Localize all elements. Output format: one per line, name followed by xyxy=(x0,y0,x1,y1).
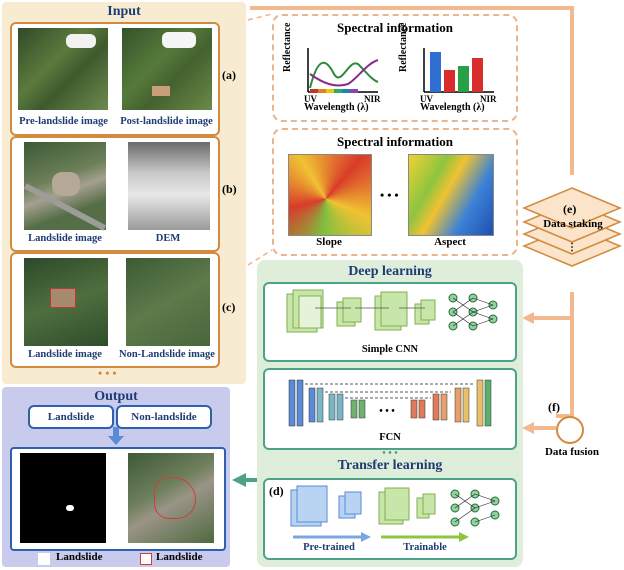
transfer-arrows xyxy=(293,532,469,542)
pretrained-caption: Pre-trained xyxy=(303,542,355,553)
trainable-caption: Trainable xyxy=(403,542,447,553)
non-landslide-class-label: Non-landslide xyxy=(116,405,212,429)
transfer-diagram xyxy=(290,485,500,527)
xlabel-1: Wavelength (λ) xyxy=(304,102,369,113)
bar-4 xyxy=(472,58,483,92)
input-title: Input xyxy=(107,4,141,19)
svg-text:⋮: ⋮ xyxy=(567,242,577,253)
legend-landslide-2: Landslide xyxy=(156,551,203,563)
input-more-dots: • • • xyxy=(98,366,117,380)
fcn-box: • • • FCN xyxy=(263,368,517,450)
aspect-map xyxy=(408,154,494,236)
fcn-diagram: • • • xyxy=(288,379,492,427)
reflectance-bar-chart xyxy=(423,48,494,93)
uv-label-2: UV xyxy=(420,94,433,104)
landslide-image-c xyxy=(24,258,108,346)
fcn-caption: FCN xyxy=(379,432,401,443)
data-fusion-text: Data fusion xyxy=(544,446,600,458)
deep-more-dots: • • • xyxy=(382,448,398,459)
legend-red-swatch xyxy=(140,553,152,565)
transfer-learning-title: Transfer learning xyxy=(337,458,443,473)
input-row-c: Landslide image Non-Landslide image xyxy=(10,252,220,368)
spectral-info-box-2: Spectral information • • • Slope Aspect xyxy=(272,128,518,256)
simple-cnn-box: Simple CNN xyxy=(263,282,517,362)
aspect-caption: Aspect xyxy=(434,236,466,248)
output-title: Output xyxy=(94,389,138,404)
connector-fusion xyxy=(556,292,574,418)
landslide-caption-b: Landslide image xyxy=(28,233,102,244)
ylabel-1: Reflectance xyxy=(282,22,293,72)
ylabel-2: Reflectance xyxy=(398,22,409,72)
uv-label-1: UV xyxy=(304,94,317,104)
bar-1 xyxy=(430,52,441,92)
reflectance-line-chart xyxy=(307,48,379,93)
label-e: (e) xyxy=(563,202,577,216)
landslide-image-b xyxy=(23,142,107,231)
input-row-b: Landslide image DEM xyxy=(10,136,220,252)
dem-caption: DEM xyxy=(155,233,181,244)
output-result-box xyxy=(10,447,226,551)
down-arrow-icon xyxy=(108,427,124,445)
post-landslide-image xyxy=(122,28,212,110)
spectral-info-box-1: Spectral information Reflectance UV NIR … xyxy=(272,14,518,122)
slope-caption: Slope xyxy=(316,236,342,248)
spectral-dots: • • • xyxy=(380,188,399,202)
label-a: (a) xyxy=(222,68,236,82)
label-d: (d) xyxy=(269,484,284,498)
pre-landslide-caption: Pre-landslide image xyxy=(19,116,108,127)
nir-label-1: NIR xyxy=(364,94,381,104)
landslide-caption-c: Landslide image xyxy=(28,349,102,360)
svg-text:• • •: • • • xyxy=(379,406,395,417)
data-stacking-text: Data staking xyxy=(543,218,603,230)
bar-2 xyxy=(444,70,455,92)
non-landslide-image xyxy=(126,258,210,346)
landslide-overlay-image xyxy=(128,453,214,543)
label-c: (c) xyxy=(222,300,236,314)
label-f: (f) xyxy=(548,400,560,414)
connector-spectral xyxy=(250,6,574,175)
spectral-title-1: Spectral information xyxy=(337,20,453,35)
pre-landslide-image xyxy=(18,28,108,110)
post-landslide-caption: Post-landslide image xyxy=(120,116,213,127)
simple-cnn-caption: Simple CNN xyxy=(361,344,419,355)
legend-landslide-1: Landslide xyxy=(56,551,103,563)
landslide-mask-image xyxy=(20,453,106,543)
output-panel: Output Landslide Non-landslide Landslide… xyxy=(2,387,230,567)
spectral-title-2: Spectral information xyxy=(337,134,453,149)
nir-label-2: NIR xyxy=(480,94,497,104)
xlabel-2: Wavelength (λ) xyxy=(420,102,485,113)
simple-cnn-diagram xyxy=(286,289,498,333)
non-landslide-caption: Non-Landslide image xyxy=(119,349,215,360)
input-row-a: Pre-landslide image Post-landslide image xyxy=(10,22,220,136)
transfer-learning-box: (d) Pre-tra xyxy=(263,478,517,560)
data-fusion-node xyxy=(556,416,584,444)
deep-learning-title: Deep learning xyxy=(348,264,432,279)
deep-learning-panel: Deep learning Simple CNN xyxy=(257,260,523,567)
bar-3 xyxy=(458,66,469,92)
data-stacking-icon: ⋮ xyxy=(522,187,622,267)
label-b: (b) xyxy=(222,182,237,196)
dem-image xyxy=(128,142,210,230)
legend-white-swatch xyxy=(38,553,50,565)
landslide-class-label: Landslide xyxy=(28,405,114,429)
input-panel: Input Pre-landslide image Post-landslide… xyxy=(2,2,246,384)
slope-map xyxy=(288,154,372,236)
